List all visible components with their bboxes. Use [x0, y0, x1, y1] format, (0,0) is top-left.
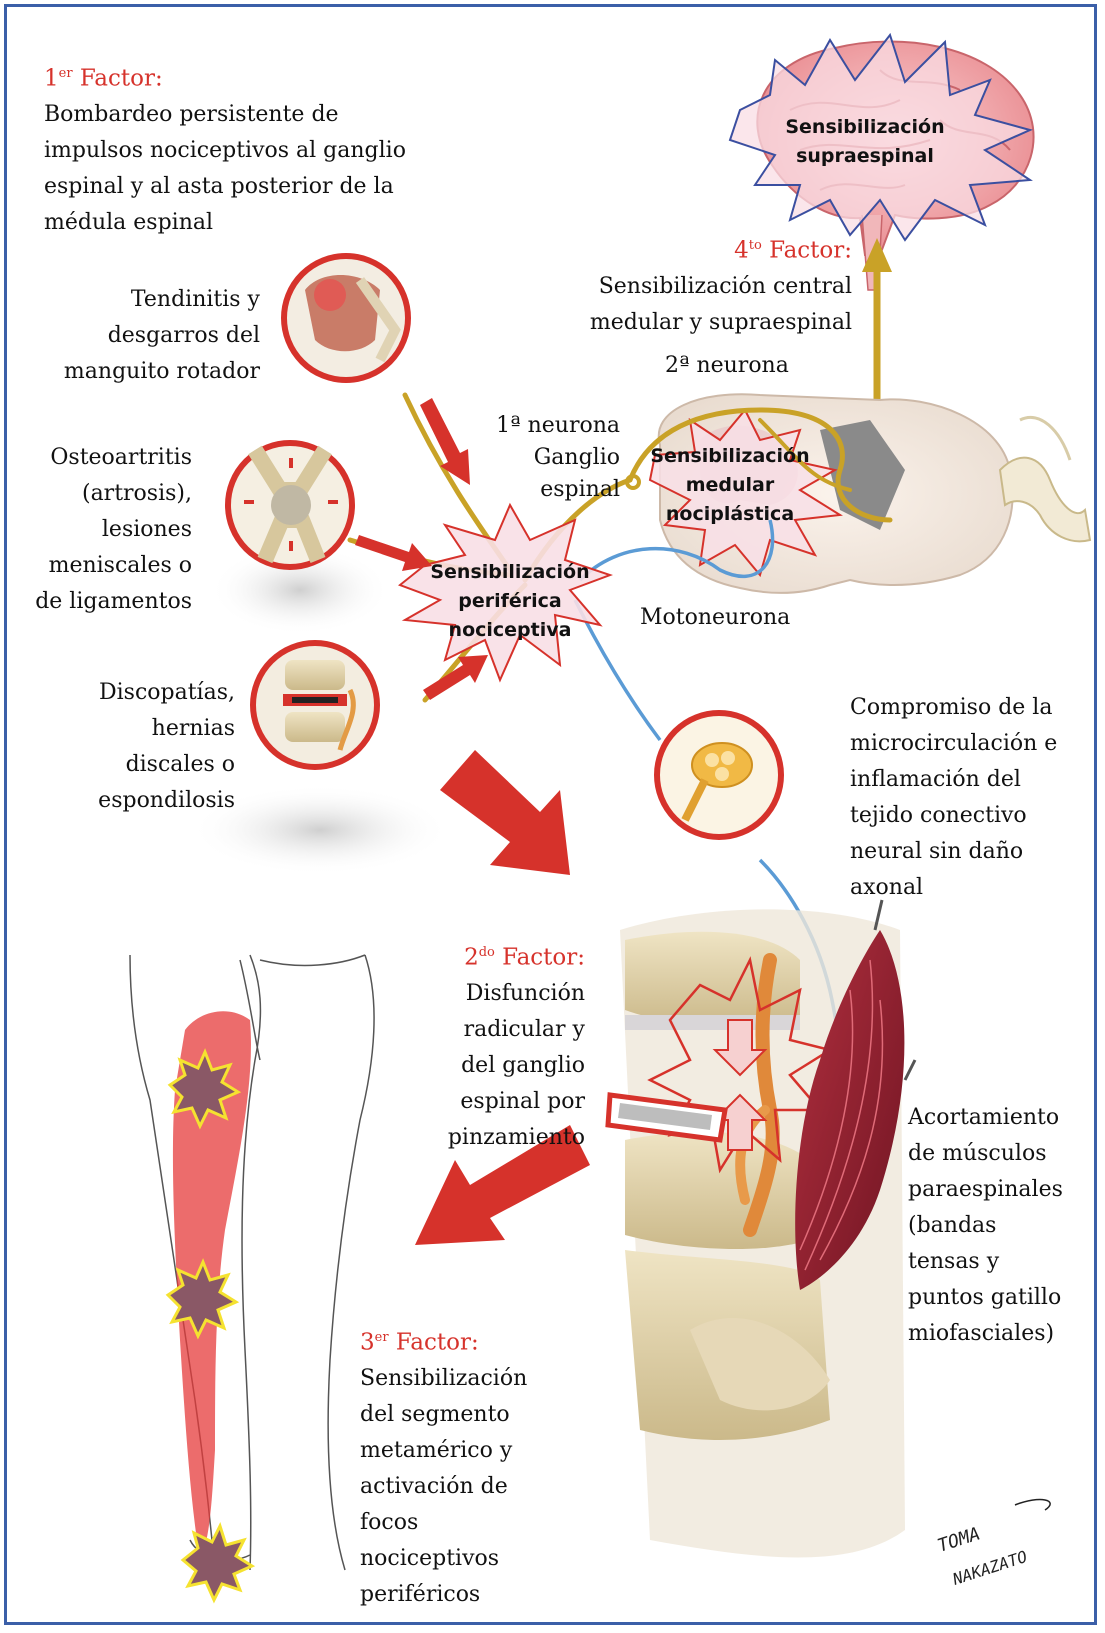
outer-frame [4, 4, 1097, 1625]
discopatias-line: hernias [151, 716, 235, 741]
factor4-line: Sensibilización central [598, 273, 852, 299]
factor3-line: activación de [360, 1473, 508, 1499]
tendinitis-label: Tendinitis y desgarros del manguito rota… [30, 282, 260, 390]
supraespinal-burst-label: Sensibilización supraespinal [765, 113, 965, 171]
inflow-arrows [355, 398, 488, 700]
motoneurona-label: Motoneurona [640, 605, 791, 630]
acortamiento-line: paraespinales [908, 1177, 1063, 1202]
soft-shadow [190, 785, 450, 875]
factor2-line: del ganglio [461, 1052, 585, 1078]
factor2-block: 2do Factor: Disfunción radicular y del g… [390, 935, 585, 1156]
trigger-bursts [165, 1048, 256, 1604]
discopatias-line: Discopatías, [98, 680, 235, 705]
spine-lesion-circle [250, 640, 380, 770]
compromiso-line: inflamación del [850, 767, 1021, 792]
supraespinal-line: Sensibilización [785, 116, 945, 138]
factor3-line: Sensibilización [360, 1365, 528, 1391]
tendinitis-line: Tendinitis y [130, 287, 260, 312]
neurona2-label: 2ª neurona [665, 353, 789, 378]
leg-outline [129, 954, 375, 1571]
knee-lesion-circle [225, 440, 355, 570]
factor4-line: medular y supraespinal [589, 309, 852, 335]
factor1-title: 1er Factor: [44, 65, 163, 92]
factor3-line: periféricos [360, 1581, 481, 1607]
acortamiento-line: (bandas [908, 1213, 997, 1238]
periferica-line: Sensibilización [430, 561, 590, 583]
acortamiento-line: puntos gatillo [908, 1285, 1062, 1310]
factor1-block: 1er Factor: Bombardeo persistente de imp… [44, 56, 406, 241]
factor3-line: metamérico y [360, 1437, 513, 1463]
factor3-line: nociceptivos [360, 1545, 500, 1571]
factor2-line: radicular y [463, 1016, 585, 1042]
osteoartritis-line: meniscales o [48, 553, 192, 578]
acortamiento-line: Acortamiento [908, 1105, 1060, 1130]
neurona1-label: 1ª neurona Ganglio espinal [440, 410, 620, 506]
compromiso-line: microcirculación e [850, 731, 1058, 756]
acortamiento-label: Acortamiento de músculos paraespinales (… [908, 1100, 1063, 1352]
supraespinal-line: supraespinal [796, 145, 934, 167]
neurona1-line: 1ª neurona [496, 413, 620, 438]
medular-line: nociplástica [665, 503, 795, 525]
medular-line: Sensibilización [650, 445, 810, 467]
factor3-block: 3er Factor: Sensibilización del segmento… [360, 1320, 527, 1613]
medular-line: medular [685, 474, 775, 496]
neurona1-line: espinal [540, 477, 620, 502]
factor4-block: 4to Factor: Sensibilización central medu… [560, 228, 852, 341]
acortamiento-line: de músculos [908, 1141, 1047, 1166]
dorsal-root-ganglion [625, 474, 641, 490]
compromiso-line: tejido conectivo [850, 803, 1027, 828]
ascending-arrow-head [862, 238, 892, 272]
factor1-line: médula espinal [44, 209, 214, 235]
tendinitis-line: desgarros del [107, 323, 260, 348]
signature-line-2: NAKAZATO [949, 1547, 1029, 1589]
big-down-arrow [440, 750, 570, 875]
factor3-title: 3er Factor: [360, 1329, 479, 1356]
periferica-burst [398, 502, 613, 683]
compromiso-line: Compromiso de la [850, 695, 1053, 720]
osteoartritis-line: lesiones [101, 517, 192, 542]
neurona1-line: Ganglio [533, 445, 620, 470]
supraespinal-burst [728, 32, 1033, 242]
soft-shadow [210, 545, 390, 635]
factor2-line: pinzamiento [447, 1124, 585, 1150]
discopatias-line: espondilosis [98, 788, 235, 813]
factor4-title: 4to Factor: [734, 237, 852, 264]
factor2-line: espinal por [460, 1088, 585, 1114]
periferica-burst-label: Sensibilización periférica nociceptiva [410, 558, 610, 645]
factor3-line: del segmento [360, 1401, 510, 1427]
factor2-title: 2do Factor: [464, 944, 585, 971]
big-left-arrow [415, 1125, 590, 1245]
factor1-line: Bombardeo persistente de [44, 101, 339, 127]
osteoartritis-line: Osteoartritis [50, 445, 192, 470]
factor2-line: Disfunción [465, 980, 585, 1006]
periferica-line: periférica [458, 590, 562, 612]
osteoartritis-line: (artrosis), [81, 481, 192, 506]
nerve-lesion-circle [654, 710, 784, 840]
signature: TOMA NAKAZATO [935, 1498, 1051, 1589]
acortamiento-line: miofasciales) [908, 1321, 1055, 1346]
paraspinal-muscle [795, 899, 917, 1290]
osteoartritis-label: Osteoartritis (artrosis), lesiones menis… [10, 440, 192, 620]
herniated-disc [605, 1092, 728, 1143]
osteoartritis-line: de ligamentos [35, 589, 192, 614]
medular-burst-label: Sensibilización medular nociplástica [635, 442, 825, 529]
shoulder-lesion-circle [281, 253, 411, 383]
compromiso-line: neural sin daño [850, 839, 1024, 864]
acortamiento-line: tensas y [908, 1249, 1000, 1274]
periferica-line: nociceptiva [448, 619, 572, 641]
factor3-line: focos [360, 1509, 419, 1535]
factor1-line: impulsos nociceptivos al ganglio [44, 137, 406, 163]
factor1-line: espinal y al asta posterior de la [44, 173, 394, 199]
compromiso-label: Compromiso de la microcirculación e infl… [850, 690, 1057, 906]
signature-line-1: TOMA [935, 1523, 983, 1556]
discopatias-label: Discopatías, hernias discales o espondil… [20, 675, 235, 819]
tendinitis-line: manguito rotador [63, 359, 260, 384]
discopatias-line: discales o [125, 752, 235, 777]
compromiso-line: axonal [850, 875, 924, 900]
compression-burst [647, 956, 834, 1174]
